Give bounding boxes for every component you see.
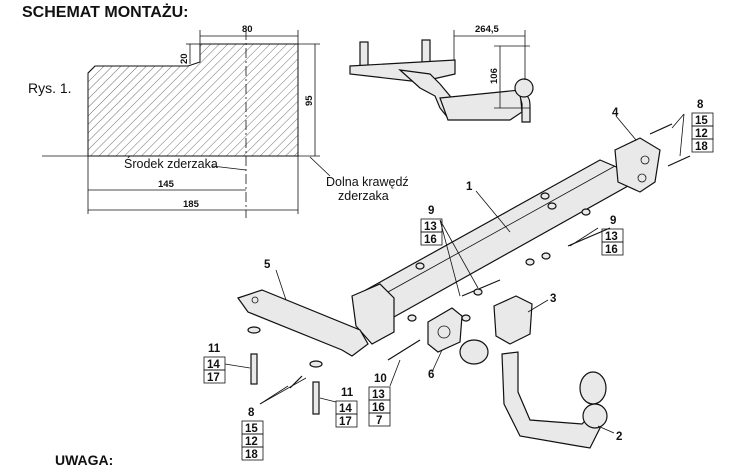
callout-4: 4 — [612, 107, 619, 119]
callout-group-right-mid: 9 13 16 — [601, 215, 624, 256]
dim-185: 185 — [183, 199, 200, 210]
svg-text:13: 13 — [424, 221, 437, 233]
svg-text:13: 13 — [372, 389, 385, 401]
dim-80: 80 — [242, 24, 253, 35]
part-5-support — [237, 289, 369, 357]
bumper-bottom-label-1: Dolna krawędź — [326, 175, 409, 189]
svg-text:16: 16 — [605, 244, 618, 256]
page-title: SCHEMAT MONTAŻU: — [22, 4, 189, 21]
callout-group-center-bolt: 10 13 16 7 — [368, 359, 401, 427]
callout-1: 1 — [466, 181, 473, 193]
electrical-socket — [459, 339, 489, 365]
svg-text:16: 16 — [424, 234, 437, 246]
svg-text:17: 17 — [339, 416, 352, 428]
svg-text:16: 16 — [372, 402, 385, 414]
dim-106: 106 — [489, 68, 500, 84]
dim-145: 145 — [158, 179, 175, 190]
callout-group-top-right: 8 15 12 18 — [691, 99, 714, 153]
callout-group-left-mid: 9 13 16 — [420, 205, 443, 246]
svg-text:14: 14 — [339, 403, 352, 415]
part-3-socket-bracket — [493, 295, 533, 345]
note-heading: UWAGA: — [55, 452, 114, 468]
svg-text:12: 12 — [695, 128, 708, 140]
dim-20: 20 — [179, 53, 190, 64]
bumper-bottom-label-2: zderzaka — [338, 189, 389, 203]
svg-text:8: 8 — [248, 407, 255, 419]
ball-cap — [579, 371, 607, 405]
svg-text:9: 9 — [428, 205, 434, 217]
svg-text:18: 18 — [245, 449, 258, 461]
svg-text:8: 8 — [697, 99, 704, 111]
svg-text:7: 7 — [376, 415, 382, 427]
svg-text:13: 13 — [605, 231, 618, 243]
assembly-view: 1 2 3 4 5 6 8 15 12 18 9 13 16 9 13 — [203, 99, 714, 461]
svg-text:11: 11 — [208, 343, 221, 355]
callout-6: 6 — [428, 369, 434, 381]
dim-95: 95 — [304, 95, 315, 106]
side-view: 264,5 106 — [349, 24, 534, 123]
callout-group-left-bolt: 11 14 17 — [203, 343, 251, 384]
svg-text:17: 17 — [207, 372, 220, 384]
callout-3: 3 — [550, 293, 556, 305]
svg-text:11: 11 — [341, 387, 354, 399]
dim-264: 264,5 — [475, 24, 499, 35]
svg-text:15: 15 — [695, 115, 708, 127]
callout-2: 2 — [616, 431, 622, 443]
svg-text:15: 15 — [245, 423, 258, 435]
leader-lines — [259, 113, 685, 434]
svg-text:10: 10 — [374, 373, 387, 385]
bumper-center-label: Środek zderzaka — [124, 156, 218, 171]
callout-group-bottom-bolt: 11 14 17 — [319, 387, 358, 428]
part-6-plate — [427, 307, 463, 353]
nut-row — [407, 192, 591, 322]
svg-text:12: 12 — [245, 436, 258, 448]
cutout-template: 80 20 95 145 185 Środek zderzaka Dolna k… — [42, 24, 409, 218]
figure-label: Rys. 1. — [28, 80, 72, 96]
svg-text:18: 18 — [695, 141, 708, 153]
callout-group-bottom-left: 8 15 12 18 — [241, 407, 264, 461]
callout-5: 5 — [264, 259, 271, 271]
part-4-bracket — [614, 137, 661, 193]
svg-text:14: 14 — [207, 359, 220, 371]
svg-text:9: 9 — [610, 215, 616, 227]
